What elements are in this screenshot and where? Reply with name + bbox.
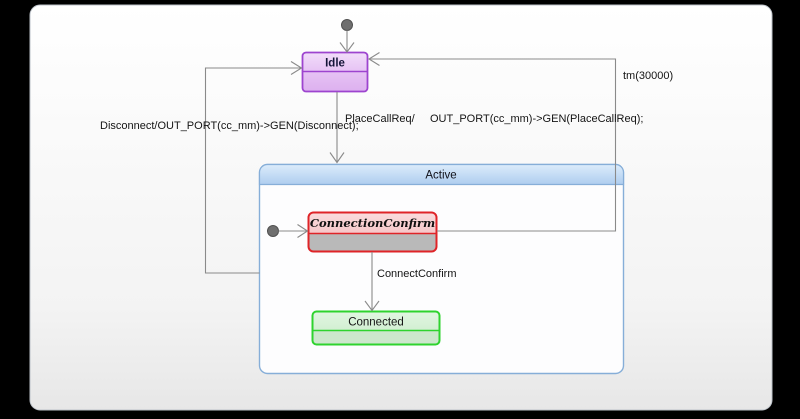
state-active-label: Active xyxy=(425,170,456,182)
label-placecallreq-action[interactable]: OUT_PORT(cc_mm)->GEN(PlaceCallReq); xyxy=(430,113,643,125)
state-connection-confirm-label: ConnectionConfirm xyxy=(310,216,435,230)
state-connection-confirm-body xyxy=(309,233,436,252)
initial-state-dot-active[interactable] xyxy=(267,225,279,237)
state-connection-confirm[interactable]: ConnectionConfirm xyxy=(307,211,438,253)
label-disconnect-transition[interactable]: Disconnect/OUT_PORT(cc_mm)->GEN(Disconne… xyxy=(100,120,359,132)
transition-timeout-to-idle[interactable] xyxy=(370,58,617,232)
label-connectconfirm[interactable]: ConnectConfirm xyxy=(377,268,456,280)
arrowhead-connected-top xyxy=(364,300,380,312)
label-timeout[interactable]: tm(30000) xyxy=(623,70,673,82)
state-idle-label: Idle xyxy=(325,58,345,70)
arrowhead-connectionconfirm-left xyxy=(297,224,309,238)
arrowhead-idle-right xyxy=(367,52,380,66)
initial-state-dot-top[interactable] xyxy=(341,19,353,31)
arrowhead-idle-top xyxy=(339,42,355,53)
label-placecallreq-trigger[interactable]: PlaceCallReq/ xyxy=(345,113,416,125)
state-idle[interactable]: Idle xyxy=(301,51,369,93)
state-connected-label: Connected xyxy=(348,317,404,329)
state-connected-body xyxy=(313,330,439,344)
state-connected[interactable]: Connected xyxy=(311,310,441,346)
arrowhead-active-top xyxy=(329,152,345,164)
transition-active-to-idle-disconnect[interactable] xyxy=(204,67,301,274)
arrowhead-idle-left xyxy=(290,61,303,75)
